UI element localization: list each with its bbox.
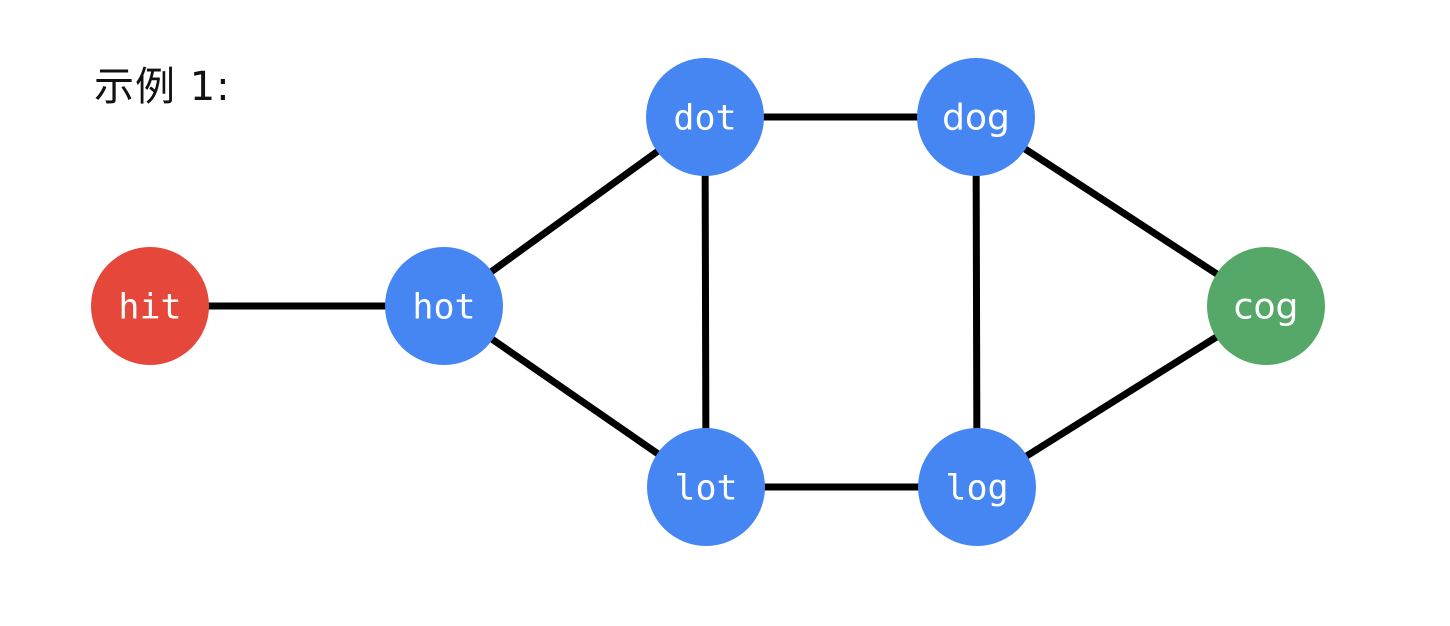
node-log xyxy=(918,428,1036,546)
node-hot xyxy=(385,247,503,365)
node-label-dog: dog xyxy=(942,98,1010,139)
example-heading: 示例 1: xyxy=(94,64,231,110)
edge-dog-log xyxy=(972,113,981,491)
node-dog xyxy=(917,58,1035,176)
node-lot xyxy=(647,428,765,546)
node-label-hot: hot xyxy=(412,287,475,327)
edge-dot-lot xyxy=(701,113,710,491)
node-label-cog: cog xyxy=(1234,287,1299,328)
node-label-hit: hit xyxy=(118,287,181,327)
node-cog xyxy=(1207,247,1325,365)
node-hit xyxy=(91,247,209,365)
node-dot xyxy=(646,58,764,176)
node-label-log: log xyxy=(945,468,1008,508)
node-label-dot: dot xyxy=(673,98,736,138)
node-label-lot: lot xyxy=(674,468,737,508)
